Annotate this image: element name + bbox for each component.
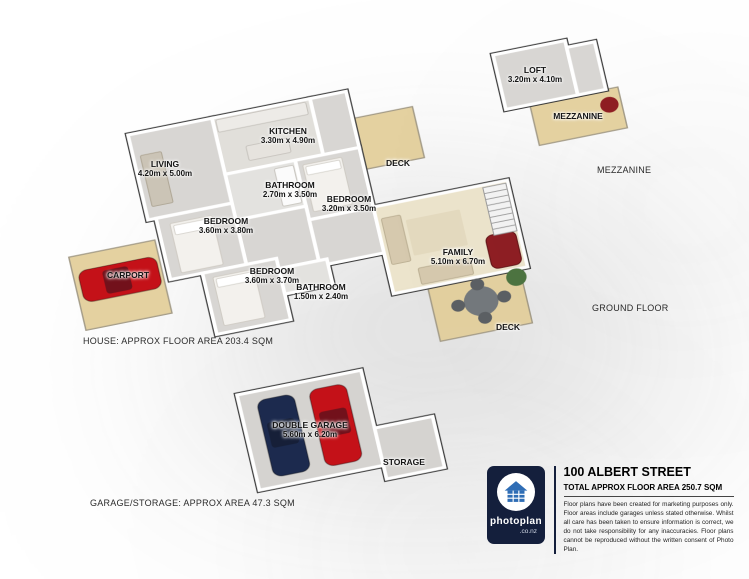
mezzanine-floor-label: MEZZANINE	[597, 165, 652, 175]
sofa-shape	[417, 257, 475, 285]
chair-shape	[600, 96, 619, 113]
house-logo-glyph	[499, 475, 533, 509]
chair-shape	[497, 290, 512, 303]
car-cabin-shape	[267, 418, 300, 448]
car-cabin-shape	[319, 407, 352, 438]
ground-floor-label: GROUND FLOOR	[592, 303, 669, 313]
total-area-text: TOTAL APPROX FLOOR AREA 250.7 SQM	[563, 482, 723, 492]
room-bathroom-2	[276, 257, 335, 296]
logo-brand-text: photoplan	[490, 516, 542, 527]
room-storage	[372, 414, 447, 481]
chair-shape	[478, 311, 493, 324]
garage-structure	[233, 367, 449, 494]
info-rule	[563, 495, 734, 497]
garage-area-label: GARAGE/STORAGE: APPROX AREA 47.3 SQM	[90, 498, 295, 508]
disclaimer-text: Floor plans have been created for market…	[563, 500, 734, 554]
pillow-shape	[173, 218, 212, 236]
plant-shape	[506, 268, 527, 286]
logo-domain-text: .co.nz	[519, 528, 537, 535]
house-area-label: HOUSE: APPROX FLOOR AREA 203.4 SQM	[83, 336, 274, 346]
room-loft	[490, 38, 580, 112]
room-loft-side	[564, 39, 608, 97]
car-shape	[78, 256, 162, 302]
info-text-block: 100 ALBERT STREET TOTAL APPROX FLOOR ARE…	[563, 465, 734, 554]
pillow-shape	[215, 271, 254, 288]
kitchen-island-shape	[245, 137, 292, 161]
chair-shape	[451, 299, 466, 312]
car-shape	[257, 394, 311, 477]
sofa-shape	[380, 214, 412, 265]
outdoor-table-shape	[463, 286, 499, 316]
bathtub-shape	[273, 164, 303, 207]
house-structure	[67, 88, 534, 343]
info-separator	[554, 466, 556, 555]
chair-shape	[470, 278, 485, 291]
pillow-shape	[305, 159, 342, 176]
sofa-shape	[139, 151, 174, 207]
mezzanine-structure	[489, 37, 629, 147]
house-logo-icon	[497, 473, 535, 511]
car-shape	[309, 384, 363, 466]
address-title: 100 ALBERT STREET	[563, 465, 691, 479]
car-cabin-shape	[102, 266, 133, 294]
kitchen-counter-shape	[215, 101, 309, 133]
info-panel: photoplan .co.nz 100 ALBERT STREET TOTAL…	[487, 465, 734, 555]
photoplan-logo: photoplan .co.nz	[487, 466, 545, 544]
rug-shape	[405, 209, 468, 256]
